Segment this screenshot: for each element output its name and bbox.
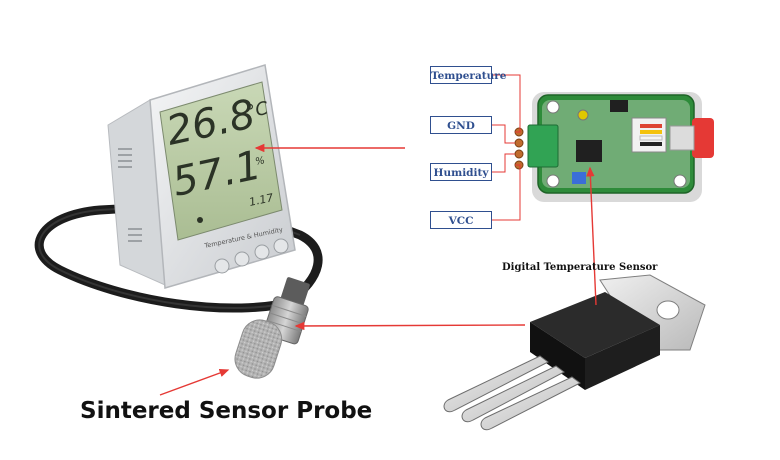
arrow-to-probe — [294, 321, 526, 331]
sensor-module-board — [514, 92, 714, 202]
sensor-body-front — [530, 322, 585, 390]
arrow-probe-label — [159, 368, 230, 396]
sensor-connector — [631, 117, 667, 153]
terminal-block — [527, 124, 559, 168]
sintered-filter — [234, 319, 283, 379]
down-button[interactable] — [254, 244, 270, 260]
up-button[interactable] — [234, 251, 250, 267]
to220-sensor — [443, 274, 706, 431]
annotation-arrows — [159, 143, 597, 396]
back-button[interactable] — [273, 238, 289, 254]
red-clip — [692, 118, 714, 158]
arrow-to-chip — [586, 166, 597, 306]
probe-label: Sintered Sensor Probe — [80, 398, 373, 424]
temperature-unit: °C — [245, 98, 271, 123]
menu-button[interactable] — [214, 258, 230, 274]
terminal-screw-2 — [514, 138, 524, 148]
sensor-leads — [443, 355, 581, 431]
pin-label-wires — [492, 74, 521, 221]
pin-label-humidity: Humidity — [430, 163, 492, 181]
main-ic-chip — [576, 140, 602, 162]
terminal-screw-3 — [514, 149, 524, 159]
small-readout: 1.17 — [248, 191, 275, 209]
sensor-body-side — [585, 325, 660, 390]
sintered-sensor-probe — [234, 277, 310, 379]
mounting-hole — [656, 300, 680, 320]
pin-label-temperature: Temperature — [430, 66, 506, 84]
humidity-unit: % — [254, 155, 266, 168]
sensor-body-top — [530, 292, 660, 358]
pin-label-gnd: GND — [430, 116, 492, 134]
pin-label-vcc: VCC — [430, 211, 492, 229]
digital-sensor-label: Digital Temperature Sensor — [502, 262, 658, 273]
device-buttons — [214, 238, 289, 274]
thermo-hygrometer-device: 26.8 °C 57.1 % 1.17 Temperature & Humidi… — [34, 64, 323, 313]
lcd-screen — [159, 81, 283, 241]
